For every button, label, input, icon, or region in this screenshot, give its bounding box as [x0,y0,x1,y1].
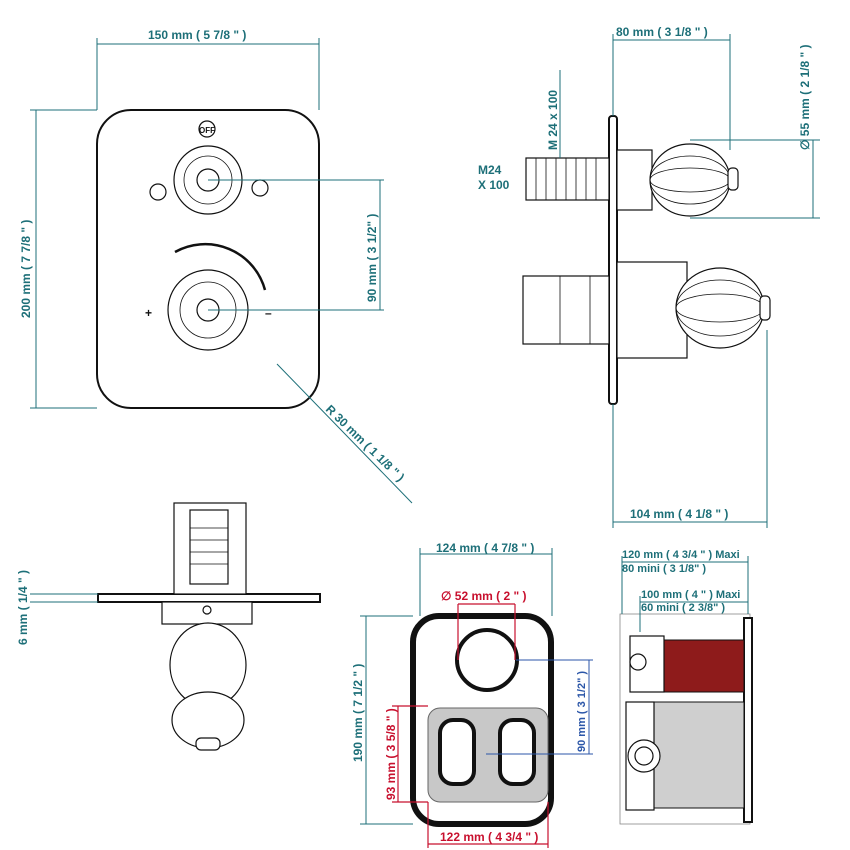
plus-label: + [145,306,152,320]
body-red-block [661,639,745,693]
dim-body-100-max: 100 mm ( 4 " ) Maxi [641,589,740,601]
dim-center-90b: 90 mm ( 3 1/2" ) [576,671,588,752]
dim-slot-93: 93 mm ( 3 5/8 " ) [384,708,398,800]
dim-radius-30: R 30 mm ( 1 1/8 " ) [323,402,407,484]
dim-depth-80: 80 mm ( 3 1/8 " ) [616,25,708,39]
minus-label: – [265,306,272,320]
dim-slot-122: 122 mm ( 4 3/4 " ) [440,830,538,844]
dim-thread-line1: M24 [478,163,502,177]
dim-body-60-min: 60 mini ( 2 3/8" ) [641,602,725,614]
dim-cutout-124: 124 mm ( 4 7/8 " ) [436,541,534,555]
body-view: 120 mm ( 4 3/4 " ) Maxi 80 mini ( 3 1/8"… [619,549,753,825]
dim-body-120-max: 120 mm ( 4 3/4 " ) Maxi [622,549,740,561]
dim-depth-104: 104 mm ( 4 1/8 " ) [630,507,728,521]
dim-plate-6: 6 mm ( 1/4 " ) [16,570,30,645]
dim-center-90: 90 mm ( 3 1/2" ) [365,214,379,302]
cutout-view: 124 mm ( 4 7/8 " ) ∅ 52 mm ( 2 " ) 190 m… [351,541,593,848]
off-label: OFF [199,126,215,135]
top-view: 6 mm ( 1/4 " ) [16,502,321,751]
dim-thread-vertical: M 24 x 100 [546,90,560,150]
side-view: 80 mm ( 3 1/8 " ) ∅ 55 mm ( 2 1/8 " ) M … [478,25,820,528]
side-plate [608,115,618,405]
dim-body-80-min: 80 mini ( 3 1/8" ) [622,563,706,575]
dim-cutout-190: 190 mm ( 7 1/2 " ) [351,664,365,762]
front-view: OFF + – 150 mm ( 5 7/8 " ) 200 mm ( 7 7/… [19,28,413,504]
dim-thread-line2: X 100 [478,178,510,192]
dim-height-200: 200 mm ( 7 7/8 " ) [19,220,33,318]
dim-hole-52: ∅ 52 mm ( 2 " ) [441,589,527,603]
dim-dia-55: ∅ 55 mm ( 2 1/8 " ) [798,44,812,150]
dim-width-150: 150 mm ( 5 7/8 " ) [148,28,246,42]
